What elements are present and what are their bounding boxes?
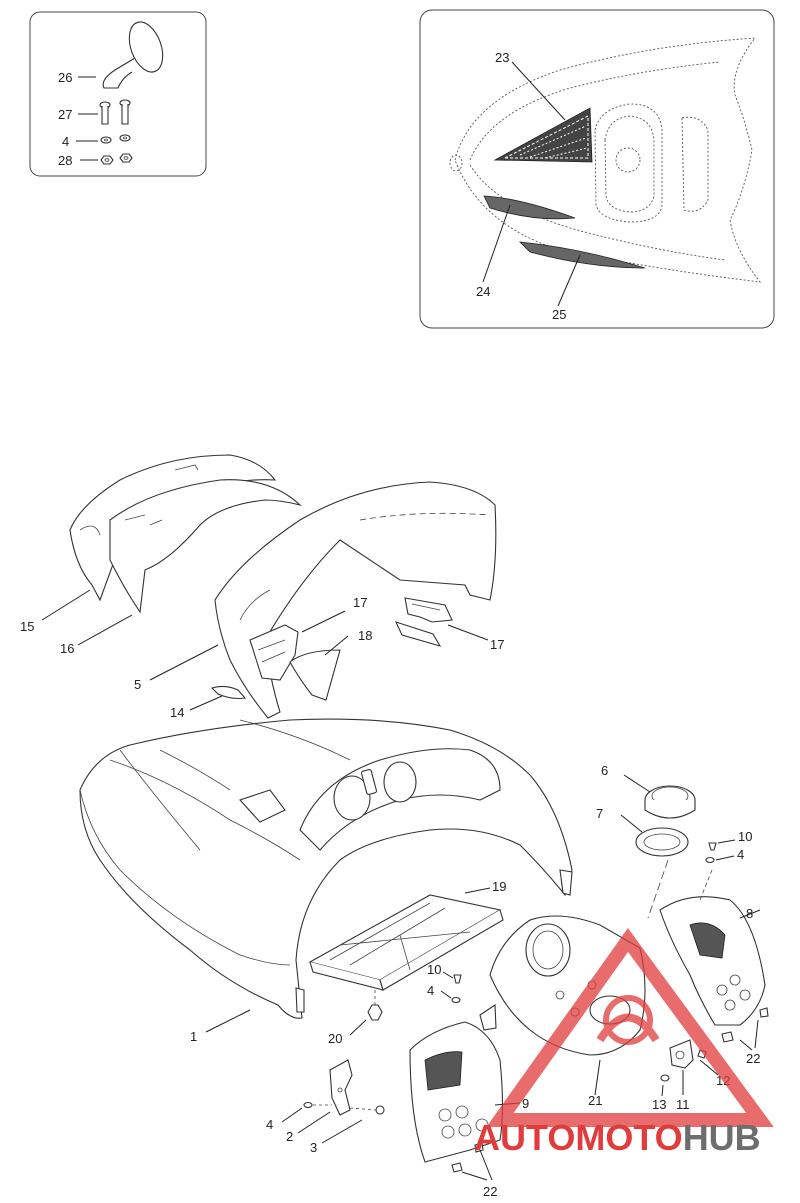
storage-tray bbox=[308, 887, 504, 1036]
label-18: 18 bbox=[358, 628, 372, 643]
label-24: 24 bbox=[476, 284, 490, 299]
label-13: 13 bbox=[652, 1097, 666, 1112]
label-23: 23 bbox=[495, 50, 509, 65]
label-27: 27 bbox=[58, 107, 72, 122]
label-6: 6 bbox=[601, 763, 608, 778]
left-side-panel bbox=[409, 1021, 521, 1181]
gauge-rings bbox=[620, 774, 696, 919]
mirror-part bbox=[102, 21, 164, 89]
label-14: 14 bbox=[170, 705, 184, 720]
label-10: 10 bbox=[738, 829, 752, 844]
main-deck-body bbox=[79, 718, 573, 1033]
watermark-text-auto: AUTO bbox=[474, 1117, 575, 1158]
label-28: 28 bbox=[58, 153, 72, 168]
inset-box-hardware bbox=[29, 11, 207, 177]
label-9: 9 bbox=[522, 1096, 529, 1111]
screw-part bbox=[99, 99, 131, 125]
washer-part bbox=[100, 136, 112, 144]
right-side-panel bbox=[659, 839, 769, 1097]
label-16: 16 bbox=[60, 641, 74, 656]
watermark-text-hub: HUB bbox=[683, 1117, 761, 1158]
label-21: 21 bbox=[588, 1093, 602, 1108]
watermark-triangle-icon bbox=[486, 928, 774, 1127]
label-17: 17 bbox=[490, 637, 504, 652]
label-2: 2 bbox=[286, 1129, 293, 1144]
decal-23 bbox=[493, 107, 593, 163]
watermark-text-moto: MOTO bbox=[575, 1117, 682, 1158]
label-1: 1 bbox=[190, 1029, 197, 1044]
label-22: 22 bbox=[746, 1051, 760, 1066]
label-4: 4 bbox=[62, 134, 69, 149]
bottom-bracket-hardware bbox=[281, 1059, 385, 1144]
label-11: 11 bbox=[676, 1097, 690, 1112]
label-4: 4 bbox=[427, 983, 434, 998]
label-5: 5 bbox=[134, 677, 141, 692]
label-3: 3 bbox=[310, 1140, 317, 1155]
label-20: 20 bbox=[328, 1031, 342, 1046]
decal-25 bbox=[518, 241, 646, 269]
label-8: 8 bbox=[746, 906, 753, 921]
inset-box-top-view bbox=[419, 9, 775, 329]
label-4: 4 bbox=[737, 847, 744, 862]
label-25: 25 bbox=[552, 307, 566, 322]
label-17: 17 bbox=[353, 595, 367, 610]
front-storage-cover bbox=[41, 454, 497, 719]
watermark-logo bbox=[486, 928, 774, 1127]
label-7: 7 bbox=[596, 806, 603, 821]
label-4: 4 bbox=[266, 1117, 273, 1132]
label-15: 15 bbox=[20, 619, 34, 634]
fastener-20 bbox=[367, 1004, 383, 1021]
label-26: 26 bbox=[58, 70, 72, 85]
decal-24 bbox=[483, 195, 576, 220]
label-19: 19 bbox=[492, 879, 506, 894]
center-hardware bbox=[440, 971, 462, 1004]
label-10: 10 bbox=[427, 962, 441, 977]
label-22: 22 bbox=[483, 1184, 497, 1199]
nut-part bbox=[100, 155, 114, 165]
svg-text:AUTOMOTOHUB: AUTOMOTOHUB bbox=[474, 1117, 761, 1158]
